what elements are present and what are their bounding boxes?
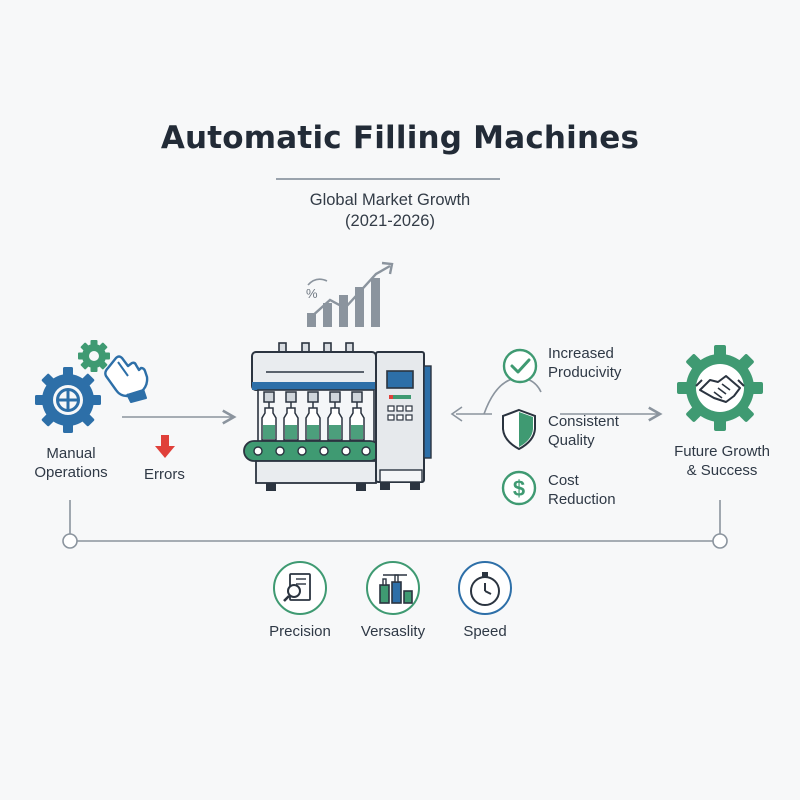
stopwatch-icon: [458, 561, 512, 615]
subtitle: Global Market Growth: [309, 191, 471, 209]
shield-icon: [502, 408, 536, 451]
timeline: [62, 500, 728, 549]
hand-pointer-icon: [104, 355, 149, 403]
future-growth-label: Future Growth & Success: [660, 442, 784, 480]
benefit-quality-label: Consistent Quality: [548, 412, 619, 450]
errors-down-arrow-icon: [155, 435, 175, 458]
benefit-cost-line2: Reduction: [548, 491, 616, 508]
benefit-productivity-line1: Increased: [548, 345, 614, 362]
check-circle-icon: [502, 348, 538, 384]
benefit-quality-line1: Consistent: [548, 413, 619, 430]
bottles-icon: [366, 561, 420, 615]
future-growth-line1: Future Growth: [674, 443, 770, 460]
benefit-quality-line2: Quality: [548, 432, 595, 449]
errors-label: Errors: [144, 466, 185, 483]
svg-text:$: $: [513, 476, 525, 501]
dollar-circle-icon: $: [501, 470, 537, 506]
future-growth-line2: & Success: [686, 462, 758, 479]
manual-operations-label: Manual Operations: [18, 444, 124, 482]
filling-machine-icon: [243, 342, 432, 491]
benefit-cost-label: Cost Reduction: [548, 471, 616, 509]
benefit-cost-line1: Cost: [548, 472, 579, 489]
percent-symbol: %: [306, 286, 318, 301]
subtitle-years: (2021-2026): [345, 212, 435, 230]
manual-label-line1: Manual: [46, 445, 96, 462]
feature-precision-label: Precision: [269, 623, 331, 640]
benefit-productivity-line2: Producivity: [548, 364, 622, 381]
manual-label-line2: Operations: [34, 464, 108, 481]
handshake-gear-icon: [677, 345, 763, 431]
manual-gear-icon: [35, 340, 110, 433]
document-magnifier-icon: [273, 561, 327, 615]
growth-chart-icon: [307, 261, 394, 327]
page-title: Automatic Filling Machines: [160, 120, 640, 156]
benefit-productivity-label: Increased Producivity: [548, 344, 621, 382]
title-divider: [276, 178, 500, 180]
feature-speed-label: Speed: [463, 623, 507, 640]
feature-versatility-label: Versaslity: [360, 623, 426, 640]
